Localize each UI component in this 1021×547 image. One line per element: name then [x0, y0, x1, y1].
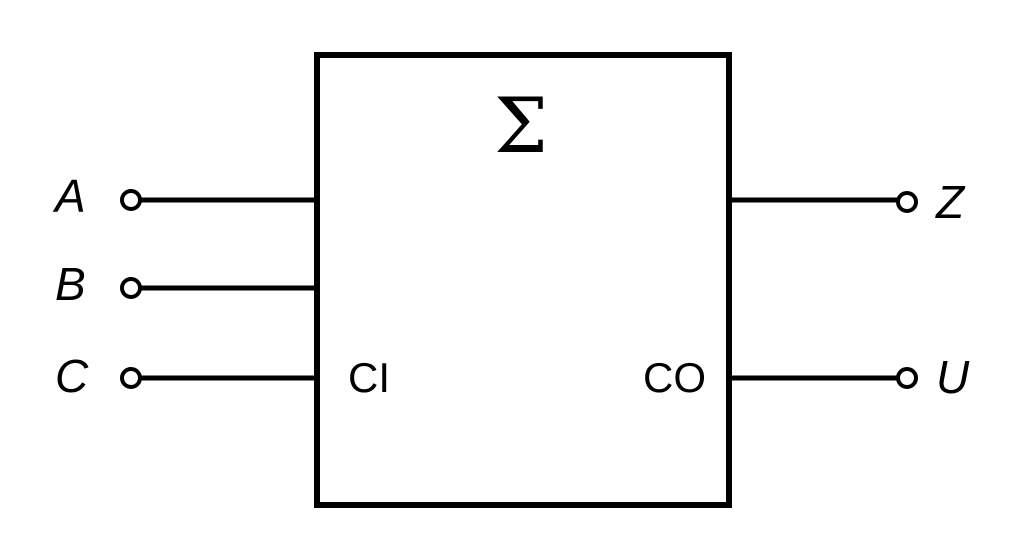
adder-block [314, 52, 732, 508]
input-a-label: A [52, 170, 86, 222]
input-a-terminal [120, 189, 142, 211]
carry-in-label: CI [348, 354, 390, 401]
input-c: C [55, 350, 317, 402]
output-z-terminal [896, 191, 918, 213]
output-u-label: U [936, 351, 970, 403]
carry-out-label: CO [643, 354, 706, 401]
output-u-terminal [896, 367, 918, 389]
output-z: Z [729, 176, 966, 228]
input-c-label: C [55, 350, 89, 402]
input-b-label: B [55, 258, 86, 310]
input-b: B [55, 258, 317, 310]
input-b-terminal [120, 277, 142, 299]
sum-symbol: Σ [494, 81, 548, 170]
output-z-label: Z [935, 176, 966, 228]
output-u: U [729, 351, 970, 403]
input-a: A [52, 170, 317, 222]
input-c-terminal [120, 367, 142, 389]
